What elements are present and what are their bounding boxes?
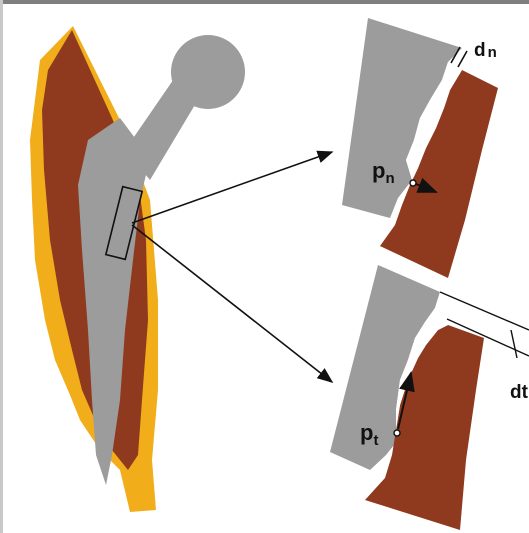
dn-tick-2: [458, 51, 467, 67]
arrow-to-normal-detail: [132, 152, 332, 223]
pt-point: [394, 430, 400, 436]
arrow-to-tangential-detail: [132, 225, 332, 382]
dt-guide-line-1: [440, 292, 529, 330]
pn-point: [410, 180, 416, 186]
frame-top-border: [0, 0, 529, 4]
femur-implant-assembly: [30, 26, 245, 512]
frame-left-border: [0, 0, 3, 533]
dt-tick: [511, 330, 517, 358]
dt-label: dt: [510, 382, 529, 403]
tangential-gap-detail: dt pt: [330, 265, 529, 530]
